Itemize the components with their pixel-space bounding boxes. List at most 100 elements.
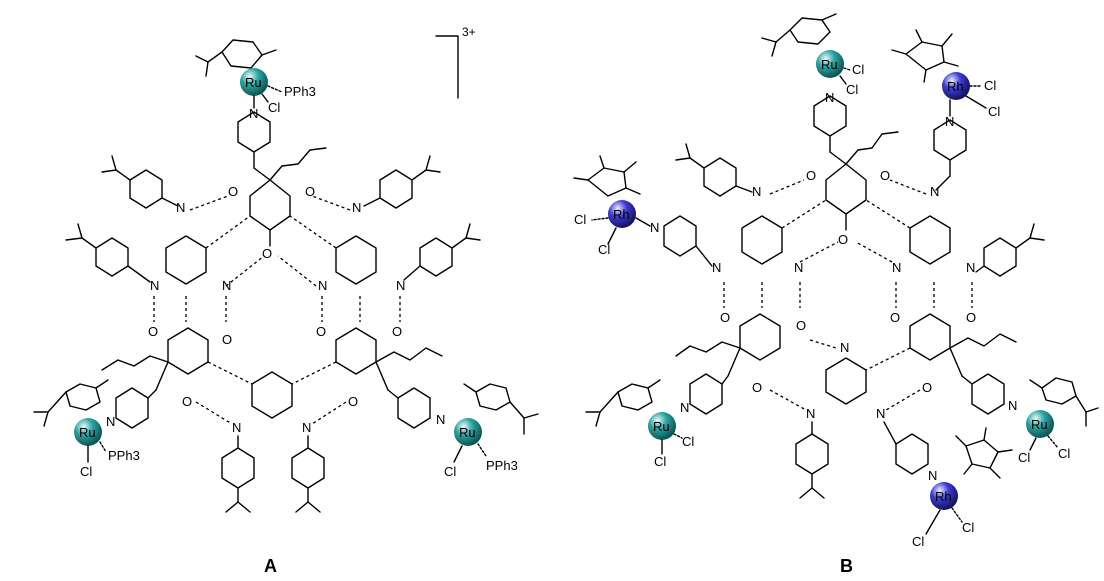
rhodium-center <box>930 482 958 510</box>
panel-b-structure: Ru Cl Cl N Rh Cl Cl N O O <box>573 13 1099 576</box>
charge-bracket <box>435 35 459 99</box>
oxygen-atom: O <box>838 232 848 247</box>
arene-ring <box>463 383 539 435</box>
nitrogen-atom: N <box>825 90 834 105</box>
barbiturate-ring <box>739 313 781 361</box>
chloride-label: Cl <box>682 434 694 449</box>
ruthenium-center <box>1026 410 1054 438</box>
oxygen-atom: O <box>806 168 816 183</box>
metal-symbol: Ru <box>821 57 838 72</box>
ruthenium-center <box>454 418 482 446</box>
phosphine-label: PPh3 <box>284 84 316 99</box>
chloride-label: Cl <box>1018 450 1030 465</box>
chloride-label: Cl <box>268 100 280 115</box>
oxygen-atom: O <box>262 246 272 261</box>
nitrogen-atom: N <box>1008 398 1017 413</box>
tert-butylphenyl-group <box>363 155 441 209</box>
nitrogen-atom: N <box>249 106 258 121</box>
barbiturate-ring <box>167 327 209 375</box>
oxygen-atom: O <box>348 394 358 409</box>
chloride-label: Cl <box>984 78 996 93</box>
metal-symbol: Rh <box>947 79 964 94</box>
metal-symbol: Ru <box>79 425 96 440</box>
ruthenium-center <box>240 68 268 96</box>
nitrogen-atom: N <box>302 420 311 435</box>
nitrogen-atom: N <box>106 414 115 429</box>
pyridine-ring <box>115 387 149 429</box>
rhodium-center <box>942 72 970 100</box>
nitrogen-atom: N <box>352 200 361 215</box>
panel-label: A <box>264 556 277 576</box>
oxygen-atom: O <box>392 324 402 339</box>
nitrogen-atom: N <box>318 278 327 293</box>
nitrogen-atom: N <box>930 184 939 199</box>
cp-star-ring <box>955 427 1013 479</box>
barbiturate-ring <box>825 163 867 215</box>
pyridine-ring <box>689 373 723 415</box>
oxygen-atom: O <box>182 394 192 409</box>
metal-symbol: Rh <box>613 207 630 222</box>
charge-label: 3+ <box>462 25 476 39</box>
nitrogen-atom: N <box>396 278 405 293</box>
oxygen-atom: O <box>305 184 315 199</box>
oxygen-atom: O <box>720 310 730 325</box>
chloride-label: Cl <box>1058 446 1070 461</box>
chloride-label: Cl <box>846 82 858 97</box>
tert-butylphenyl-group <box>403 223 481 281</box>
tert-butylphenyl-group <box>101 155 179 209</box>
nitrogen-atom: N <box>966 260 975 275</box>
oxygen-atom: O <box>922 380 932 395</box>
phosphine-label: PPh3 <box>108 448 140 463</box>
tert-butylphenyl-group <box>975 223 1045 277</box>
nitrogen-atom: N <box>876 406 885 421</box>
ruthenium-center <box>74 418 102 446</box>
chloride-label: Cl <box>962 520 974 535</box>
arene-ring <box>195 39 277 77</box>
nitrogen-atom: N <box>176 200 185 215</box>
nitrogen-atom: N <box>806 406 815 421</box>
metal-symbol: Ru <box>1031 417 1048 432</box>
triazine-ring <box>165 235 207 285</box>
nitrogen-atom: N <box>892 260 901 275</box>
arene-ring <box>33 379 109 427</box>
pyridine-ring <box>397 387 431 429</box>
panel-label: B <box>840 556 853 576</box>
barbiturate-ring <box>335 327 377 375</box>
chloride-label: Cl <box>988 104 1000 119</box>
oxygen-atom: O <box>148 324 158 339</box>
chloride-label: Cl <box>80 464 92 479</box>
nitrogen-atom: N <box>794 260 803 275</box>
chloride-label: Cl <box>574 212 586 227</box>
panel-a-structure: 3+ Ru PPh3 Cl N O O O N N N <box>33 25 539 576</box>
oxygen-atom: O <box>880 168 890 183</box>
metal-symbol: Ru <box>459 425 476 440</box>
metal-symbol: Rh <box>935 489 952 504</box>
triazine-ring <box>251 371 293 419</box>
nitrogen-atom: N <box>650 220 659 235</box>
pyridine-ring <box>971 373 1005 415</box>
arene-ring <box>1029 377 1099 427</box>
barbiturate-ring <box>909 313 951 361</box>
chloride-label: Cl <box>912 534 924 549</box>
oxygen-atom: O <box>752 380 762 395</box>
nitrogen-atom: N <box>436 412 445 427</box>
triazine-ring <box>909 215 951 265</box>
chloride-label: Cl <box>598 242 610 257</box>
oxygen-atom: O <box>228 184 238 199</box>
pyridine-ring <box>663 215 697 257</box>
oxygen-atom: O <box>316 324 326 339</box>
nitrogen-atom: N <box>232 420 241 435</box>
nitrogen-atom: N <box>150 278 159 293</box>
oxygen-atom: O <box>890 310 900 325</box>
triazine-ring <box>825 357 867 405</box>
oxygen-atom: O <box>222 332 232 347</box>
cp-star-ring <box>573 155 641 197</box>
nitrogen-atom: N <box>752 184 761 199</box>
tert-butylphenyl-group <box>221 435 255 513</box>
oxygen-atom: O <box>966 310 976 325</box>
nitrogen-atom: N <box>712 260 721 275</box>
nitrogen-atom: N <box>840 340 849 355</box>
chloride-label: Cl <box>654 454 666 469</box>
arene-ring <box>585 379 661 427</box>
nitrogen-atom: N <box>945 114 954 129</box>
